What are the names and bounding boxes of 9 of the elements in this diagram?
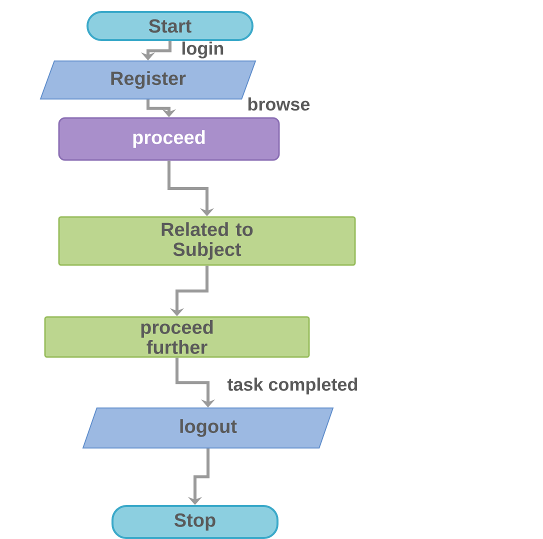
edge-label: task completed bbox=[227, 378, 358, 394]
edge-label: login bbox=[182, 42, 224, 58]
edge-label: browse bbox=[248, 97, 310, 111]
terminal-box: Stop bbox=[112, 505, 278, 539]
process-box: proceed further bbox=[44, 316, 310, 358]
process-box: Related to Subject bbox=[58, 216, 356, 266]
arrow bbox=[176, 358, 216, 408]
terminal-box: Start bbox=[86, 11, 254, 41]
process-box: proceed bbox=[58, 117, 280, 161]
